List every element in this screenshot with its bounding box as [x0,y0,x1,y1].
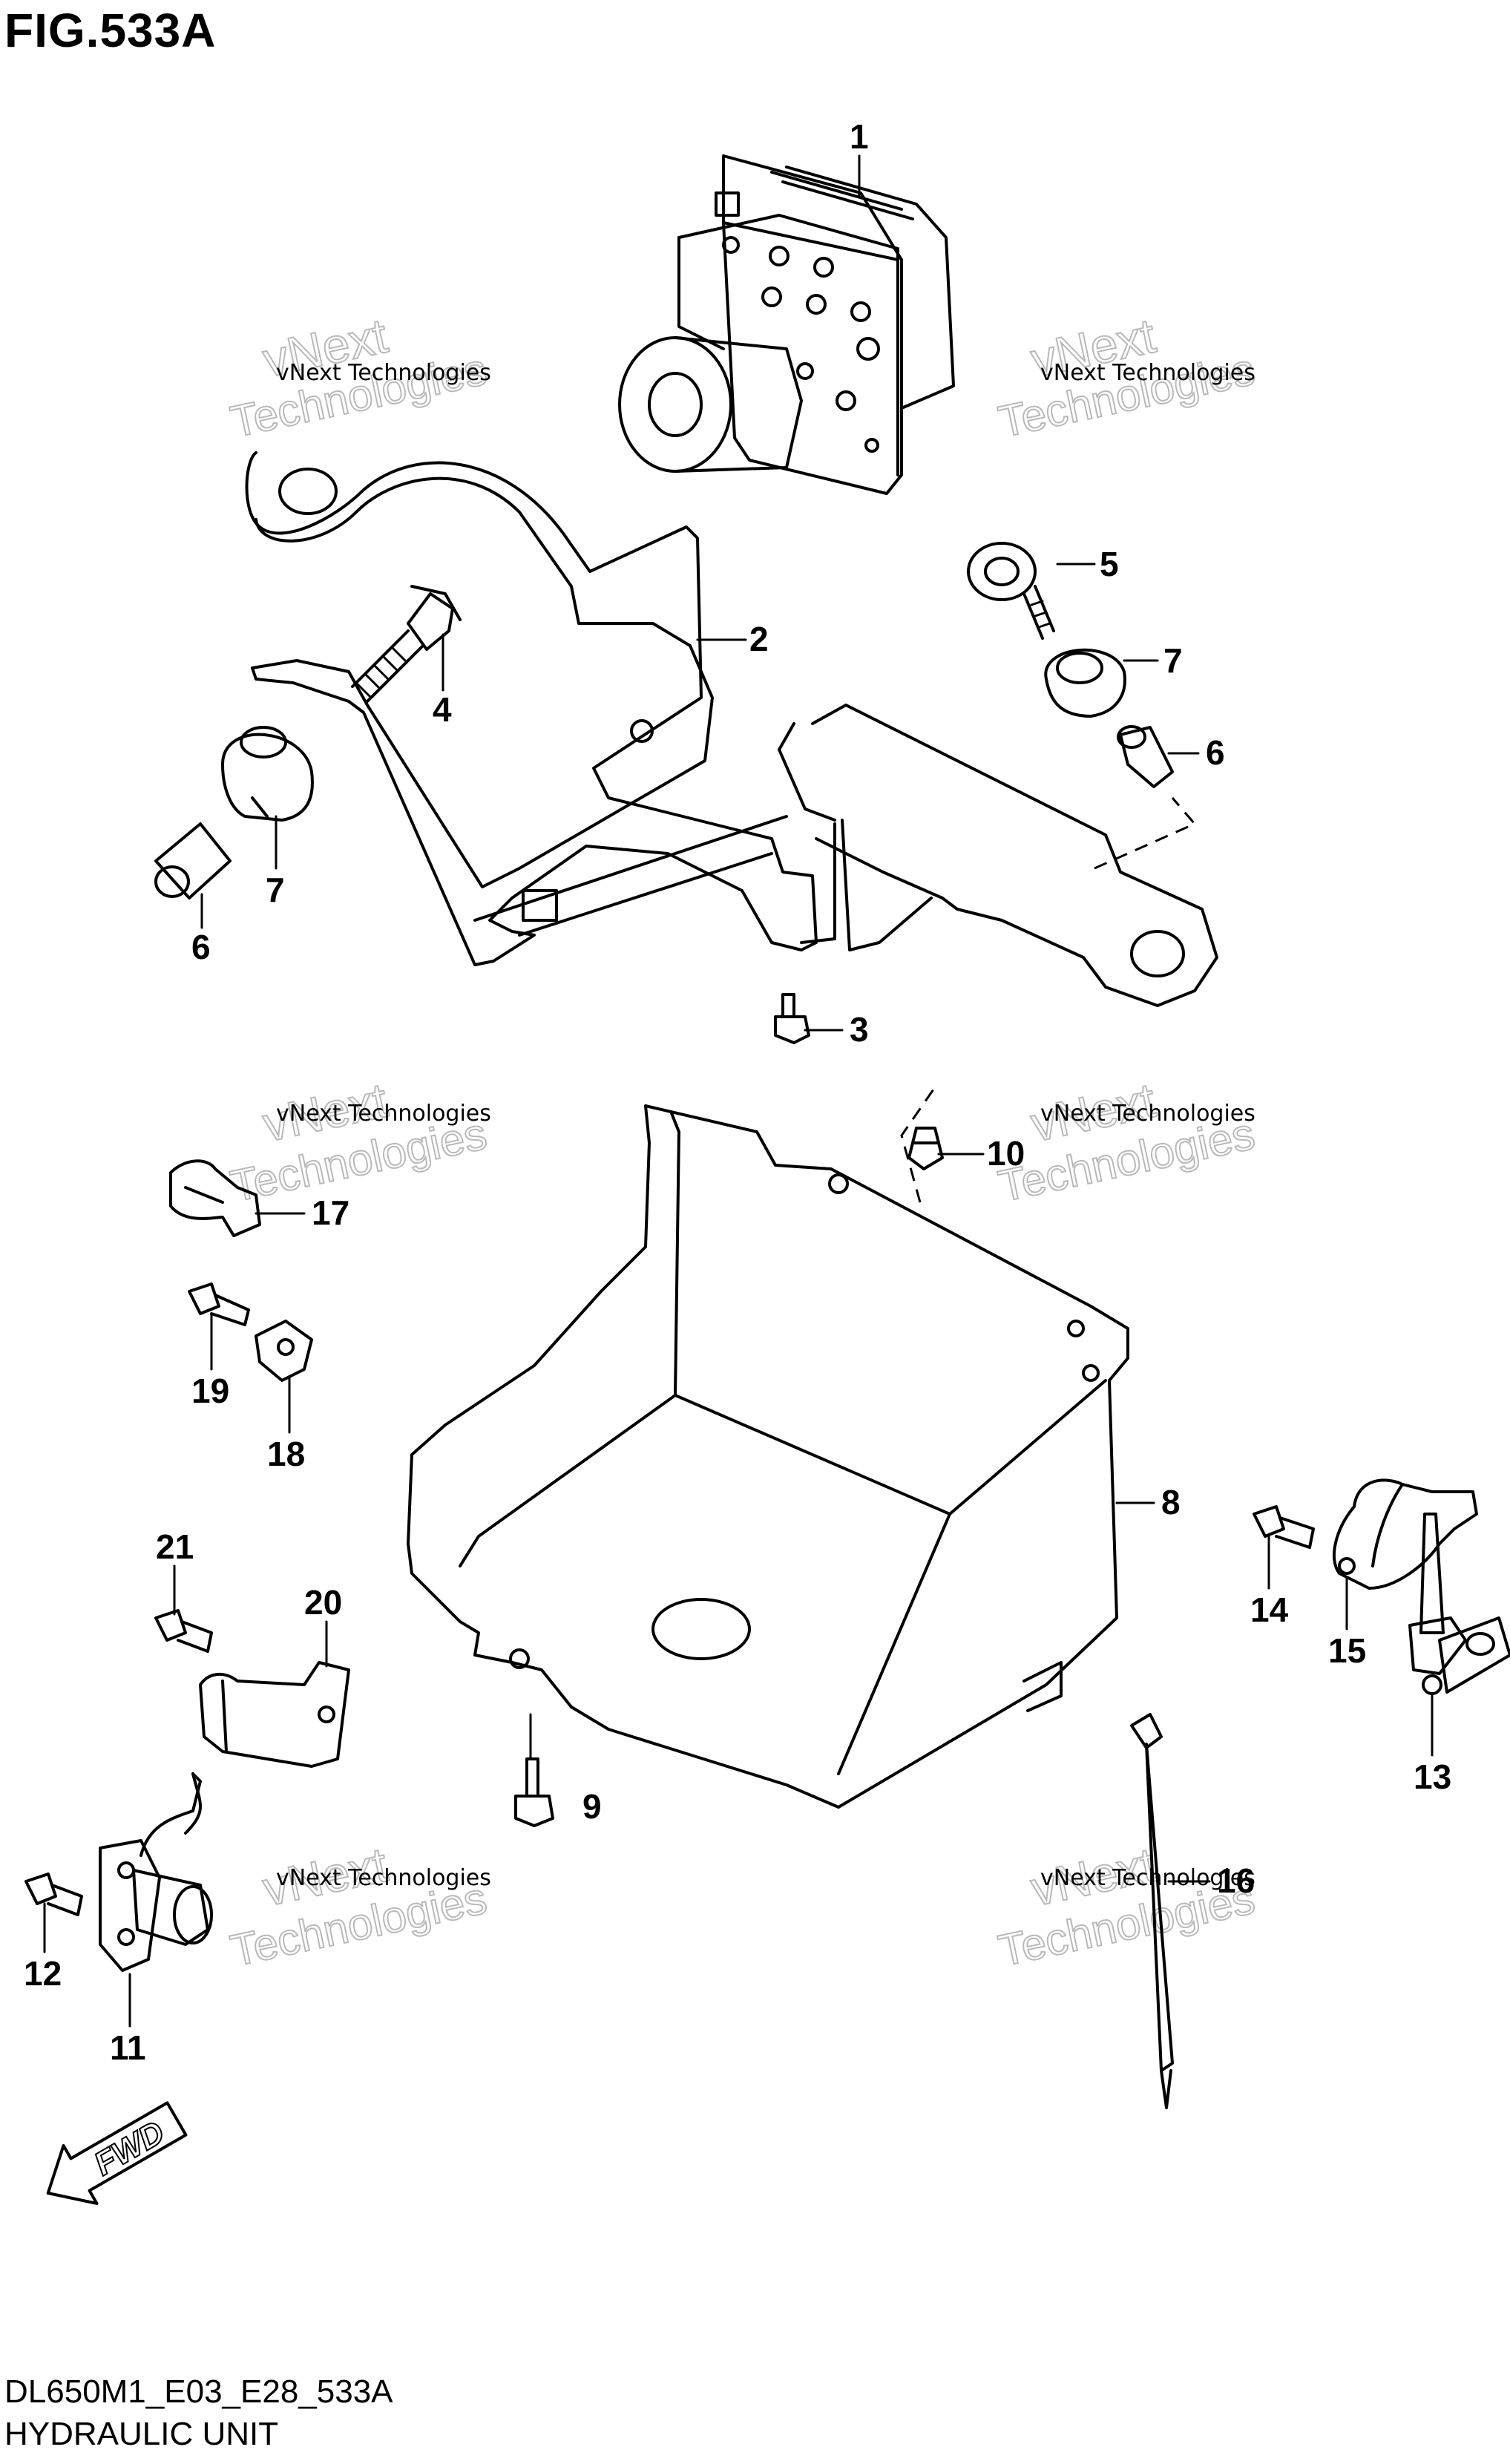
cover-20-drawing [199,1661,350,1768]
callout-14: 14 [1250,1590,1289,1629]
watermark-group: vNext Technologies vNext Technologies vN… [226,307,1260,1976]
bolt-14-drawing [1253,1505,1315,1549]
bolt-3-drawing [774,993,810,1044]
bolt-12-drawing [24,1872,83,1916]
callout-7-right: 7 [1163,641,1183,680]
callout-13: 13 [1414,1757,1451,1796]
footer-code: DL650M1_E03_E28_533A [4,2373,393,2410]
bolt-5-drawing [967,542,1055,640]
callout-10: 10 [987,1134,1025,1173]
spacer-6-left-drawing [154,822,232,900]
footer-section: HYDRAULIC UNIT [4,2416,279,2452]
cable-tie-16-drawing [1130,1713,1174,2109]
callout-15: 15 [1328,1631,1366,1670]
callout-19: 19 [191,1372,229,1410]
callout-8: 8 [1161,1483,1181,1521]
bolt-9-drawing [514,1757,554,1827]
sensor-13-drawing [1408,1513,1510,1695]
watermark-text: vNext Technologies [1040,1865,1255,1891]
callout-numbers: 1 2 3 4 5 6 6 7 7 8 9 10 11 12 13 14 15 … [24,117,1451,2067]
spacer-6-right-drawing [1117,725,1174,788]
cushion-7-left-drawing [221,726,314,822]
callout-16: 16 [1217,1861,1255,1900]
callout-7-left: 7 [266,871,285,909]
cushion-7-right-drawing [1044,648,1126,718]
callout-5: 5 [1100,545,1119,583]
callout-11: 11 [110,2028,146,2067]
leader-lines [43,154,1434,2028]
watermark-text: vNext Technologies [276,1865,491,1891]
callout-2: 2 [749,620,769,658]
bolt-21-drawing [154,1609,213,1653]
callout-4: 4 [433,690,452,729]
bolt-4-drawing [351,585,462,703]
watermark-text: vNext Technologies [1040,1101,1255,1127]
bolt-19-drawing [188,1282,250,1326]
callout-21: 21 [156,1527,194,1566]
callout-6-left: 6 [191,928,211,966]
callout-17: 17 [312,1193,349,1232]
callout-9: 9 [582,1787,602,1826]
watermark-text: vNext Technologies [276,360,491,386]
cover-drawing [407,1087,1129,1809]
sensor-11-drawing [99,1772,213,1972]
hydraulic-unit-drawing [618,154,955,495]
callout-3: 3 [850,1010,869,1049]
watermark-text: vNext Technologies [1040,360,1255,386]
sensor-bracket-15-drawing [1333,1478,1478,1590]
clamp-18-drawing [255,1320,313,1382]
callout-12: 12 [24,1954,62,1993]
callout-18: 18 [267,1435,305,1473]
bracket-drawing [245,451,1218,1007]
fwd-arrow-icon: FWD [46,2101,188,2205]
clip-10-drawing [907,1127,944,1170]
watermark-text: vNext Technologies [276,1101,491,1127]
callout-20: 20 [304,1583,342,1622]
callout-1: 1 [850,117,869,156]
clamp-17-drawing [169,1159,261,1237]
callout-6-right: 6 [1206,733,1225,772]
figure-title: FIG.533A [4,4,217,57]
